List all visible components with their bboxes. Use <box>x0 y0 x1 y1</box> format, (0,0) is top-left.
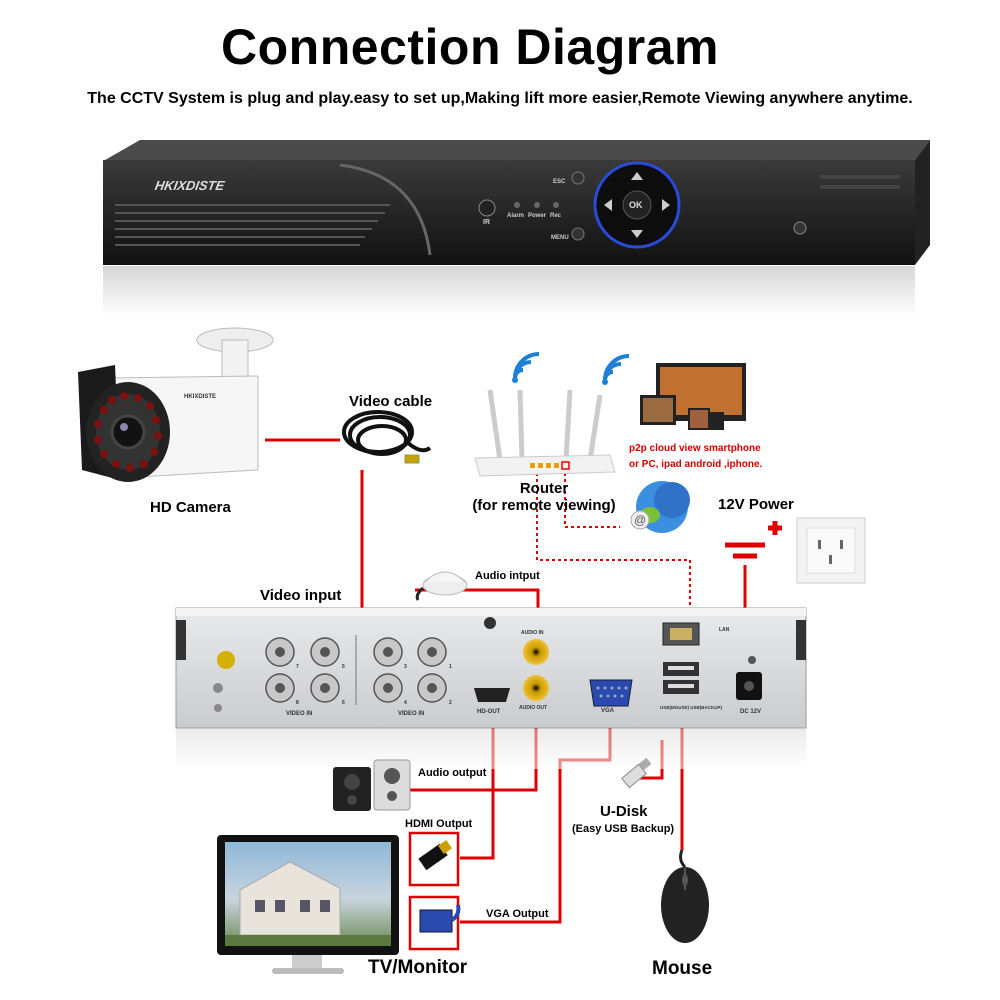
bnc-number-7: 7 <box>296 664 299 670</box>
bnc-number-5: 5 <box>342 664 345 670</box>
hdmi-output-label: HDMI Output <box>405 818 473 830</box>
bnc-number-1: 1 <box>449 664 452 670</box>
bnc-number-8: 8 <box>296 700 299 706</box>
camera-label: HD Camera <box>150 499 231 516</box>
led-rec-label: Rec <box>550 213 562 219</box>
video-cable-label: Video cable <box>349 393 433 410</box>
svg-text:@: @ <box>634 513 646 527</box>
dvr-brand-label: HKIXDISTE <box>153 178 226 193</box>
remote-devices-image <box>640 363 746 430</box>
video-cable-image <box>342 410 432 464</box>
dc-power-symbol <box>725 521 782 559</box>
page-subtitle: The CCTV System is plug and play.easy to… <box>87 90 913 107</box>
udisk-label: U-Disk <box>600 803 648 820</box>
bullet-camera-image <box>78 327 274 482</box>
bnc-number-4: 4 <box>404 700 407 706</box>
video-in-label-1: VIDEO IN <box>286 711 313 717</box>
mouse-image <box>661 849 709 943</box>
router-image <box>474 389 616 477</box>
monitor-image <box>217 835 399 974</box>
vga-output-label: VGA Output <box>486 908 549 920</box>
lan-port-label: LAN <box>719 627 730 633</box>
power-label: 12V Power <box>718 496 794 513</box>
dvr-front-unit <box>103 140 930 316</box>
bnc-number-2: 2 <box>449 700 452 706</box>
microphone-image <box>415 571 468 601</box>
wall-outlet-image <box>796 517 866 584</box>
audio-out-port-label: AUDIO OUT <box>519 705 548 711</box>
camera-brand-label: HKIXDISTE <box>184 394 217 400</box>
udisk-sublabel: (Easy USB Backup) <box>572 823 675 835</box>
led-alarm-label: Alarm <box>507 213 525 219</box>
led-power-label: Power <box>528 213 547 219</box>
audio-output-label: Audio output <box>418 767 487 779</box>
video-input-label: Video input <box>260 587 342 604</box>
network-dashed-lines <box>536 467 691 632</box>
menu-button-label: MENU <box>551 235 569 241</box>
router-label: Router <box>519 480 569 497</box>
usb-disk-image <box>621 757 652 789</box>
vga-cable-icon <box>419 904 461 933</box>
mouse-label: Mouse <box>652 958 713 979</box>
monitor-label: TV/Monitor <box>368 957 468 978</box>
p2p-text-line-2: or PC, ipad android ,iphone. <box>629 459 763 470</box>
internet-globe-icon: @ <box>630 481 690 533</box>
ok-button-label: OK <box>629 200 643 210</box>
dc-port-label: DC 12V <box>740 709 762 715</box>
ir-label: IR <box>483 219 490 226</box>
esc-button-label: ESC <box>553 179 566 185</box>
bnc-number-6: 6 <box>342 700 345 706</box>
page-title: Connection Diagram <box>221 19 719 75</box>
audio-input-label: Audio intput <box>475 570 540 582</box>
wifi-icon <box>513 352 540 379</box>
vga-port-label: VGA <box>601 708 615 714</box>
video-in-label-2: VIDEO IN <box>398 711 425 717</box>
speakers-image <box>333 759 411 811</box>
dvr-back-panel <box>175 607 807 769</box>
bnc-number-3: 3 <box>404 664 407 670</box>
usb-port-label: USB(MOUSE) USB(BACKUP) <box>660 705 722 710</box>
hdmi-cable-icon <box>418 840 452 871</box>
wifi-icon <box>603 354 630 381</box>
hd-out-port-label: HD-OUT <box>477 709 501 715</box>
p2p-text-line-1: p2p cloud view smartphone <box>629 443 761 454</box>
audio-in-port-label: AUDIO IN <box>521 630 544 636</box>
router-sublabel: (for remote viewing) <box>472 497 616 514</box>
